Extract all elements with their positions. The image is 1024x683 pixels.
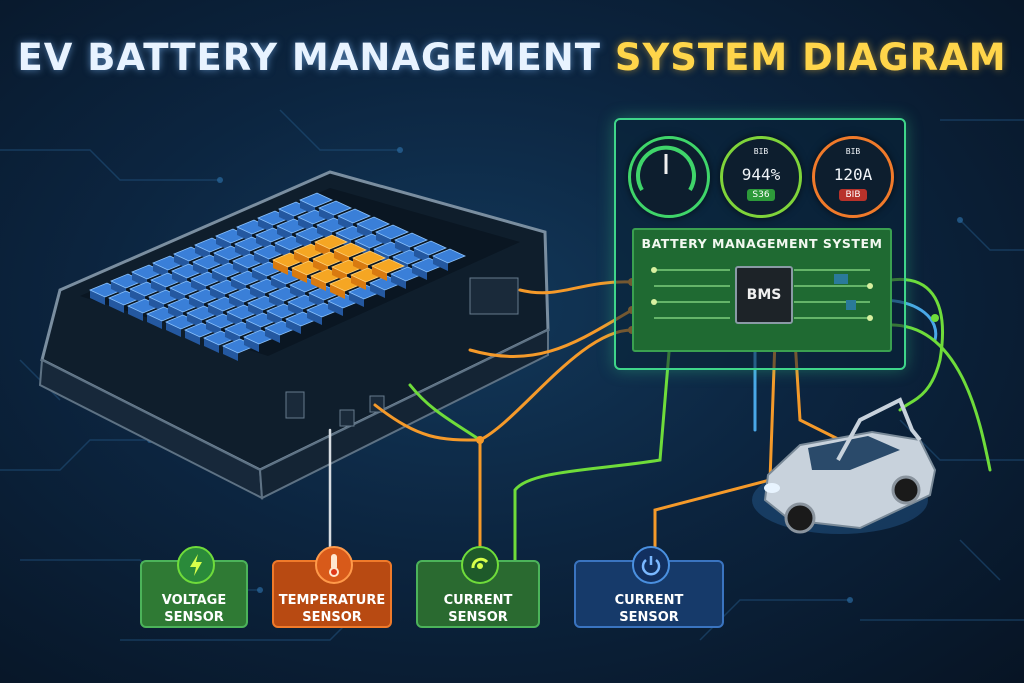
current-icon	[461, 546, 499, 584]
current-sensor-box-2: CURRENT SENSOR	[574, 546, 724, 628]
voltage-sensor-line2: SENSOR	[164, 610, 224, 625]
current-sensor-2-line1: CURRENT	[614, 593, 684, 608]
temperature-sensor-line2: SENSOR	[302, 610, 362, 625]
voltage-sensor-box: VOLTAGE SENSOR	[140, 546, 248, 628]
current-sensor-box-1: CURRENT SENSOR	[416, 546, 540, 628]
current-gauge-badge: BIB	[839, 189, 867, 201]
charge-gauge-small-label: BIB	[753, 147, 769, 156]
lightning-icon	[177, 546, 215, 584]
electric-car	[752, 397, 937, 534]
board-title: BATTERY MANAGEMENT SYSTEM	[641, 236, 883, 251]
bms-circuit-board: BATTERY MANAGEMENT SYSTEM BMS	[632, 228, 892, 352]
voltage-sensor-line1: VOLTAGE	[161, 593, 227, 608]
temperature-sensor-line1: TEMPERATURE	[278, 593, 386, 608]
bms-chip: BMS	[735, 266, 793, 324]
voltage-gauge	[628, 136, 710, 218]
current-sensor-2-line2: SENSOR	[619, 610, 679, 625]
battery-pack	[38, 170, 550, 500]
charge-gauge-value: 944%	[741, 165, 781, 184]
charge-gauge-badge: S36	[747, 189, 775, 201]
title-part-1: EV BATTERY MANAGEMENT	[17, 36, 601, 79]
diagram-title: EV BATTERY MANAGEMENT SYSTEM DIAGRAM	[0, 36, 1024, 79]
current-gauge: BIB 120A BIB	[812, 136, 894, 218]
current-gauge-small-label: BIB	[845, 147, 861, 156]
title-part-2: SYSTEM DIAGRAM	[614, 36, 1007, 79]
heated-cells	[272, 234, 405, 299]
current-sensor-1-line1: CURRENT	[443, 593, 513, 608]
power-icon	[632, 546, 670, 584]
current-sensor-1-line2: SENSOR	[448, 610, 508, 625]
thermometer-icon	[315, 546, 353, 584]
temperature-sensor-box: TEMPERATURE SENSOR	[272, 546, 392, 628]
charge-gauge: BIB 944% S36	[720, 136, 802, 218]
current-gauge-value: 120A	[833, 165, 873, 184]
